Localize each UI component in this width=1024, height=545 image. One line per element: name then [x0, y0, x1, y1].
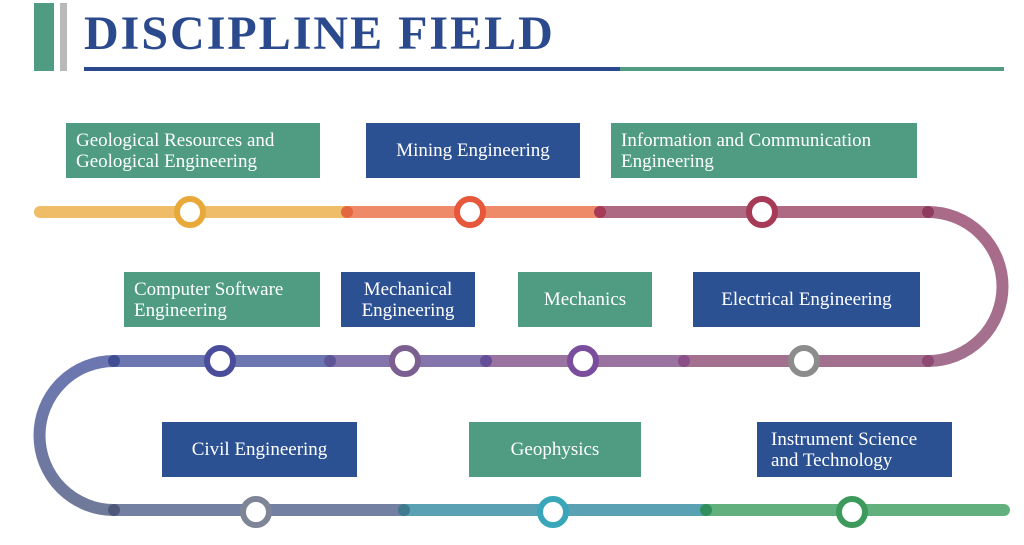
discipline-label: Mechanical Engineering [361, 278, 455, 321]
discipline-box-instrument-science: Instrument Science and Technology [757, 422, 952, 477]
road-joint-dot [922, 206, 934, 218]
discipline-label: Computer Software Engineering [134, 278, 284, 321]
road-joint-dot [480, 355, 492, 367]
road-joint-dot [678, 355, 690, 367]
discipline-label: Geophysics [510, 439, 600, 460]
discipline-label: Electrical Engineering [721, 289, 892, 310]
marker-instrument-science [836, 496, 868, 528]
discipline-label: Geological Resources and Geological Engi… [76, 129, 275, 172]
marker-geological-resources [174, 196, 206, 228]
discipline-label: Civil Engineering [191, 439, 328, 460]
marker-mining-engineering [454, 196, 486, 228]
discipline-label: Mining Engineering [396, 140, 550, 161]
discipline-box-civil-engineering: Civil Engineering [162, 422, 357, 477]
title-underline-navy [84, 67, 620, 71]
discipline-box-mechanical-engineering: Mechanical Engineering [341, 272, 475, 327]
title-accent-gray-bar [60, 3, 67, 71]
road-joint-dot [700, 504, 712, 516]
discipline-label: Mechanics [543, 289, 627, 310]
road-joint-dot [341, 206, 353, 218]
road-joint-dot [398, 504, 410, 516]
marker-computer-software [204, 345, 236, 377]
discipline-box-computer-software: Computer Software Engineering [124, 272, 320, 327]
road-turn-right [922, 206, 1009, 367]
marker-mechanics [567, 345, 599, 377]
discipline-box-geological-resources: Geological Resources and Geological Engi… [66, 123, 320, 178]
road-joint-dot [594, 206, 606, 218]
marker-electrical-engineering [788, 345, 820, 377]
title-accent-green-bar [34, 3, 54, 71]
discipline-box-mechanics: Mechanics [518, 272, 652, 327]
discipline-box-electrical-engineering: Electrical Engineering [693, 272, 920, 327]
page-title: DISCIPLINE FIELD [84, 7, 555, 60]
road-joint-dot [108, 355, 120, 367]
marker-civil-engineering [240, 496, 272, 528]
marker-mechanical-engineering [389, 345, 421, 377]
discipline-label: Information and Communication Engineerin… [621, 129, 872, 172]
road-joint-dot [108, 504, 120, 516]
road-joint-dot [922, 355, 934, 367]
road-turn-left [33, 355, 120, 516]
discipline-label: Instrument Science and Technology [771, 428, 918, 471]
marker-geophysics [537, 496, 569, 528]
marker-information-communication [746, 196, 778, 228]
discipline-box-mining-engineering: Mining Engineering [366, 123, 580, 178]
discipline-box-information-communication: Information and Communication Engineerin… [611, 123, 917, 178]
road-joint-dot [324, 355, 336, 367]
title-underline-green [620, 67, 1004, 71]
discipline-box-geophysics: Geophysics [469, 422, 641, 477]
